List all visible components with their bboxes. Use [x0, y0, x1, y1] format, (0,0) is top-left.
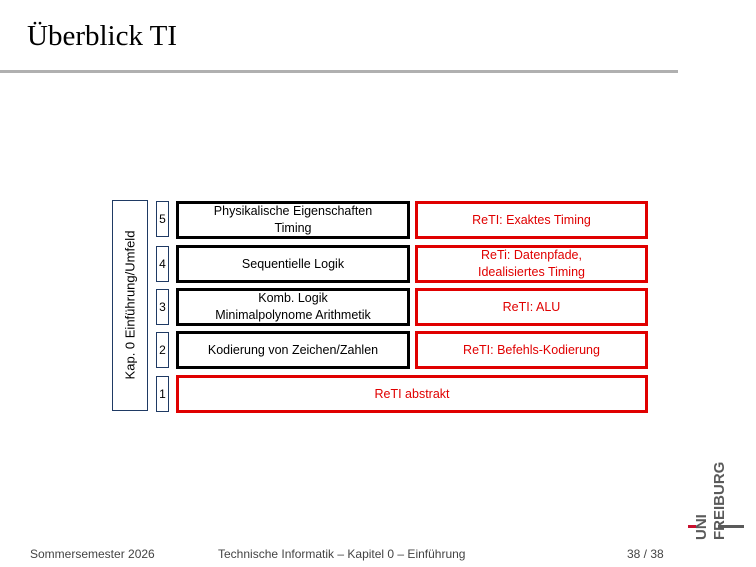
footer-course: Technische Informatik – Kapitel 0 – Einf…	[218, 547, 466, 561]
layer-4-right-line1: ReTi: Datenpfade,	[481, 248, 582, 263]
layer-5-right-box: ReTI: Exaktes Timing	[415, 201, 648, 239]
layer-number-3: 3	[156, 289, 169, 325]
logo-red-dash	[688, 525, 696, 528]
footer-page-number: 38 / 38	[627, 547, 664, 561]
layer-2-left-box: Kodierung von Zeichen/Zahlen	[176, 331, 410, 369]
layer-number-4: 4	[156, 246, 169, 282]
layer-number-1: 1	[156, 376, 169, 412]
layer-4-right-box: ReTi: Datenpfade, Idealisiertes Timing	[415, 245, 648, 283]
layer-1-label: ReTI abstrakt	[374, 386, 450, 401]
layer-1-full-box: ReTI abstrakt	[176, 375, 648, 413]
layer-4-right-line2: Idealisiertes Timing	[478, 265, 585, 279]
layer-3-left-line2: Minimalpolynome Arithmetik	[215, 308, 371, 322]
slide-title: Überblick TI	[27, 20, 178, 52]
chapter-label: Kap. 0 Einführung/Umfeld	[122, 230, 138, 380]
layer-3-left-line1: Komb. Logik	[258, 291, 328, 306]
layer-number-2: 2	[156, 332, 169, 368]
layer-2-right-box: ReTI: Befehls-Kodierung	[415, 331, 648, 369]
layer-2-left-line1: Kodierung von Zeichen/Zahlen	[207, 342, 379, 357]
layer-5-left-line1: Physikalische Eigenschaften	[213, 204, 373, 219]
layer-4-left-line1: Sequentielle Logik	[241, 256, 345, 271]
layer-2-right-line1: ReTI: Befehls-Kodierung	[463, 342, 600, 357]
layer-3-right-box: ReTI: ALU	[415, 288, 648, 326]
chapter-bracket	[112, 200, 148, 411]
logo-uni-text: UNI	[693, 514, 710, 540]
layer-5-right-line1: ReTI: Exaktes Timing	[472, 212, 591, 227]
footer-semester: Sommersemester 2026	[30, 547, 155, 561]
layer-number-5: 5	[156, 201, 169, 237]
layer-5-left-box: Physikalische Eigenschaften Timing	[176, 201, 410, 239]
layer-3-left-box: Komb. Logik Minimalpolynome Arithmetik	[176, 288, 410, 326]
university-logo: UNI FREIBURG	[688, 462, 744, 560]
logo-gray-dash	[718, 525, 744, 528]
logo-freiburg-text: FREIBURG	[711, 461, 728, 540]
title-divider	[0, 70, 678, 73]
layer-5-left-line2: Timing	[274, 221, 312, 235]
layer-4-left-box: Sequentielle Logik	[176, 245, 410, 283]
layer-3-right-line1: ReTI: ALU	[502, 299, 561, 314]
